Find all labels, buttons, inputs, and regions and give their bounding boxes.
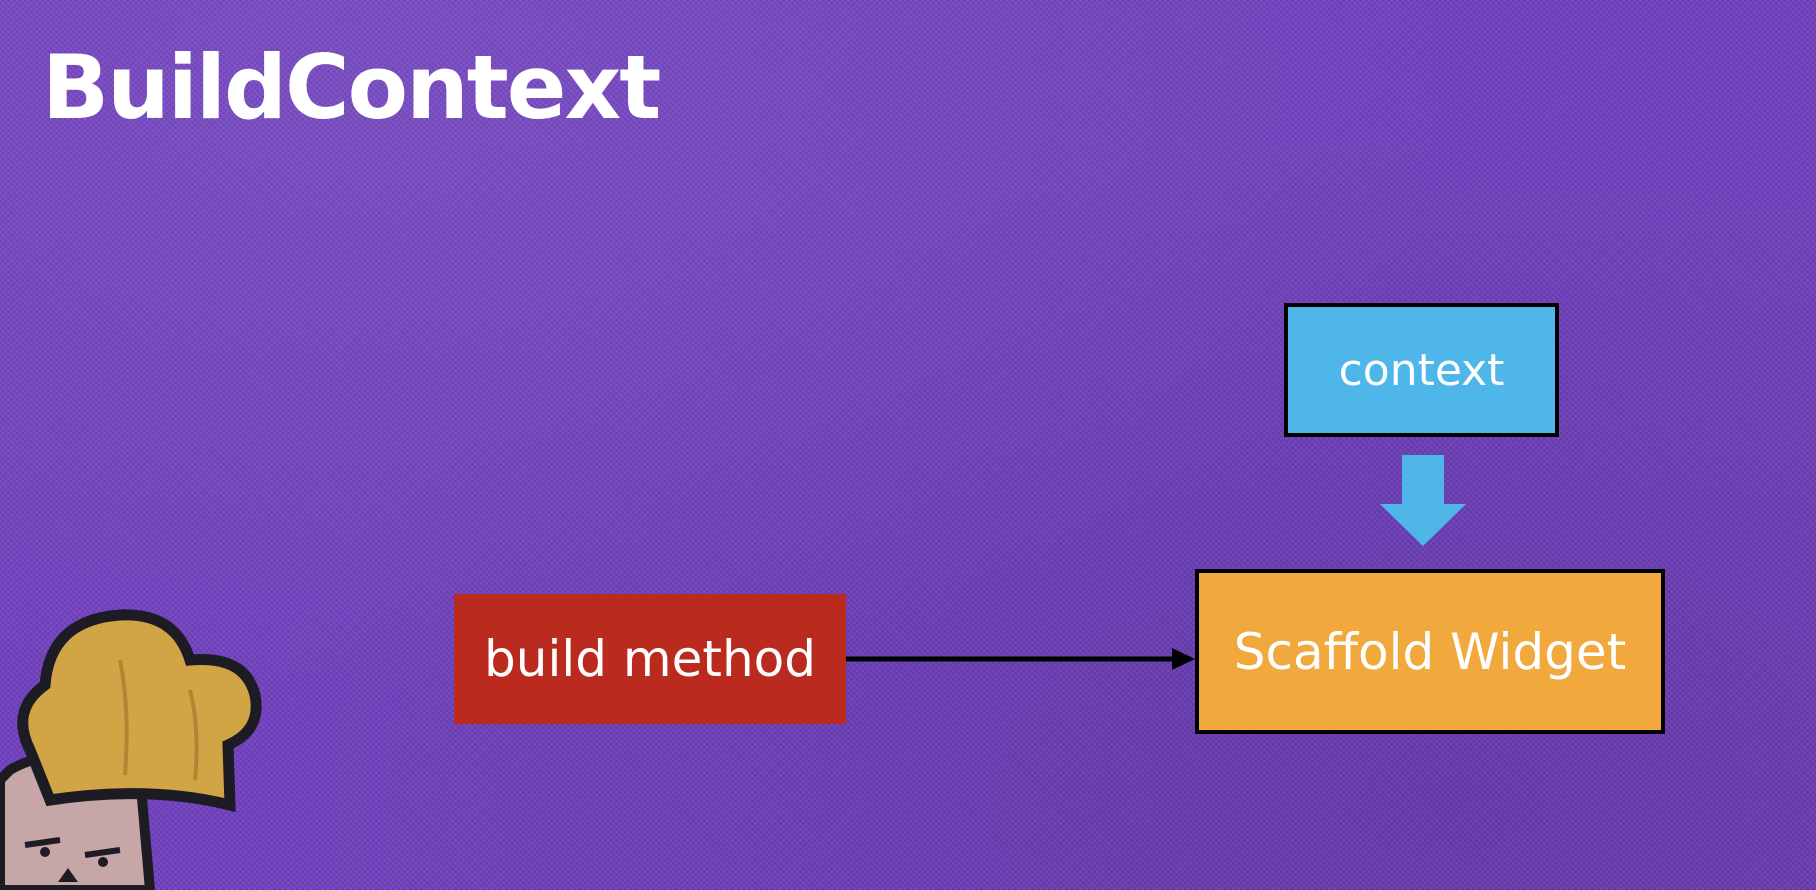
context-node: context (1284, 303, 1559, 437)
context-node-label: context (1338, 344, 1505, 396)
scaffold-widget-node: Scaffold Widget (1195, 569, 1665, 734)
scaffold-widget-node-label: Scaffold Widget (1233, 622, 1627, 681)
page-title: BuildContext (42, 36, 661, 139)
chef-mascot-icon (0, 609, 262, 890)
arrowhead-build-to-scaffold (1172, 648, 1195, 670)
build-method-node-label: build method (484, 630, 816, 688)
arrow-context-to-scaffold (1380, 455, 1466, 546)
build-method-node: build method (454, 594, 846, 724)
